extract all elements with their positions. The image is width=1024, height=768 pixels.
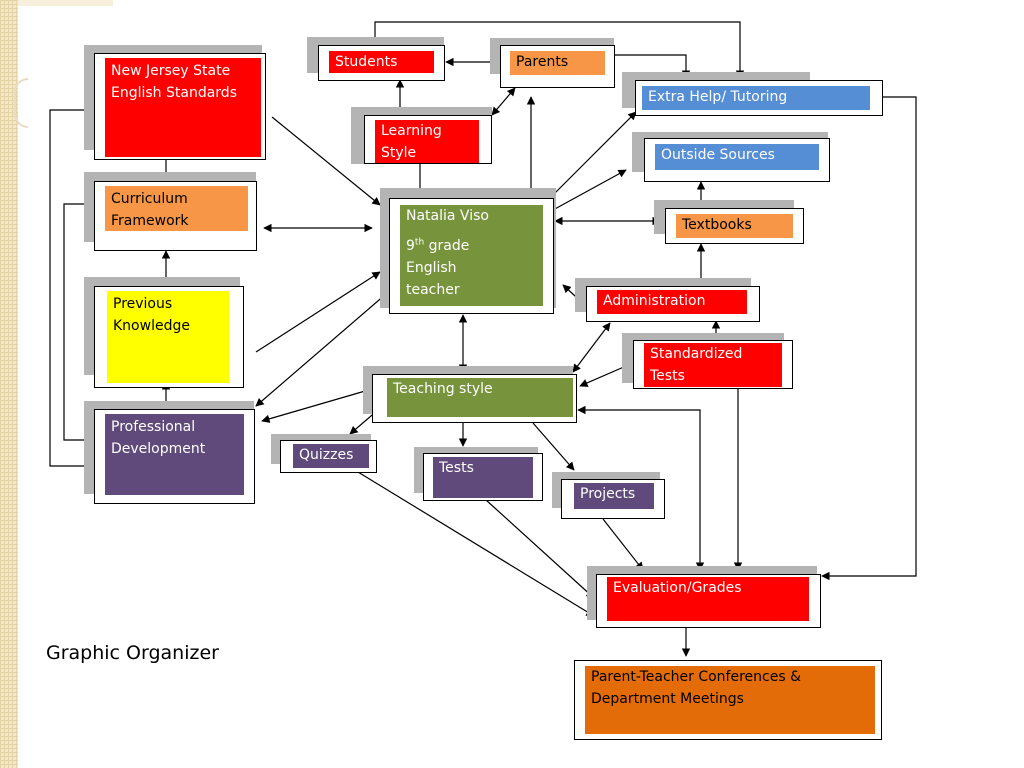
extra-help-box: Extra Help/ Tutoring xyxy=(635,80,883,116)
teacher-box: Natalia Viso 9th grade English teacher xyxy=(389,198,554,314)
learning-style-label: Learning Style xyxy=(375,120,479,163)
arrow-administration-teachingstyle xyxy=(572,322,611,373)
arrow-knowledge-teacher xyxy=(255,271,381,353)
parents-box: Parents xyxy=(500,45,615,88)
slide-left-border xyxy=(0,0,18,768)
arrow-teacher-extrahelp xyxy=(547,111,637,201)
projects-box: Projects xyxy=(561,479,665,519)
arrow-teachingstyle-projects xyxy=(532,422,575,471)
caption: Graphic Organizer xyxy=(46,642,219,664)
conferences-label: Parent-Teacher Conferences & Department … xyxy=(585,666,875,734)
arrow-learningstyle-parents xyxy=(491,87,516,116)
teacher-grade-number: 9 xyxy=(406,238,415,254)
arrow-students-extrahelp xyxy=(374,21,745,79)
parents-label: Parents xyxy=(510,51,605,75)
previous-knowledge-box: Previous Knowledge xyxy=(94,286,244,388)
projects-label: Projects xyxy=(574,483,654,509)
tests-label: Tests xyxy=(433,457,533,498)
teacher-name: Natalia Viso xyxy=(406,208,489,224)
conferences-box: Parent-Teacher Conferences & Department … xyxy=(574,660,882,740)
teacher-grade-line: 9th grade xyxy=(406,235,537,257)
tests-box: Tests xyxy=(423,453,543,501)
slide-top-border xyxy=(18,0,113,6)
nj-standards-label: New Jersey State English Standards xyxy=(105,58,261,157)
administration-box: Administration xyxy=(586,286,760,322)
nj-standards-box: New Jersey State English Standards xyxy=(94,53,266,160)
quizzes-label: Quizzes xyxy=(293,444,369,468)
standardized-tests-label: Standardized Tests xyxy=(644,343,782,387)
textbooks-box: Textbooks xyxy=(665,208,804,244)
teacher-role-line-2: teacher xyxy=(406,282,460,298)
administration-label: Administration xyxy=(597,290,747,314)
outside-sources-label: Outside Sources xyxy=(655,144,819,170)
teacher-role-line-1: English xyxy=(406,260,457,276)
students-box: Students xyxy=(318,45,445,81)
teacher-grade-superscript: th xyxy=(414,237,425,248)
curriculum-box: Curriculum Framework xyxy=(94,181,257,251)
prof-dev-box: Professional Development xyxy=(94,409,255,504)
arrow-projects-evaluation xyxy=(602,518,644,571)
outside-sources-box: Outside Sources xyxy=(644,138,830,182)
previous-knowledge-label: Previous Knowledge xyxy=(107,291,229,383)
extra-help-label: Extra Help/ Tutoring xyxy=(642,86,870,110)
teaching-style-label: Teaching style xyxy=(387,378,573,417)
curriculum-label: Curriculum Framework xyxy=(105,186,248,231)
learning-style-box: Learning Style xyxy=(364,115,492,164)
quizzes-box: Quizzes xyxy=(280,440,377,473)
arrow-quizzes-evaluation xyxy=(357,471,595,617)
arrow-standards-to-profdev xyxy=(49,109,94,471)
arrow-evaluation-teachingstyle xyxy=(577,405,705,571)
standardized-tests-box: Standardized Tests xyxy=(633,340,793,389)
arrow-parents-extrahelp xyxy=(615,54,691,79)
evaluation-label: Evaluation/Grades xyxy=(607,577,809,621)
arrow-extrahelp-evaluation xyxy=(821,96,917,581)
evaluation-box: Evaluation/Grades xyxy=(596,574,821,628)
teaching-style-box: Teaching style xyxy=(372,374,577,423)
prof-dev-label: Professional Development xyxy=(105,414,244,495)
students-label: Students xyxy=(329,51,434,73)
arrow-teacher-outsidesources xyxy=(552,169,627,211)
teacher-grade-word: grade xyxy=(424,238,470,254)
arrow-tests-evaluation xyxy=(485,499,595,599)
arrow-teachingstyle-profdev xyxy=(261,387,373,423)
arrow-curriculum-to-profdev xyxy=(63,203,94,445)
arrow-standards-teacher xyxy=(271,116,381,206)
teacher-label: Natalia Viso 9th grade English teacher xyxy=(400,205,543,306)
textbooks-label: Textbooks xyxy=(676,214,793,238)
